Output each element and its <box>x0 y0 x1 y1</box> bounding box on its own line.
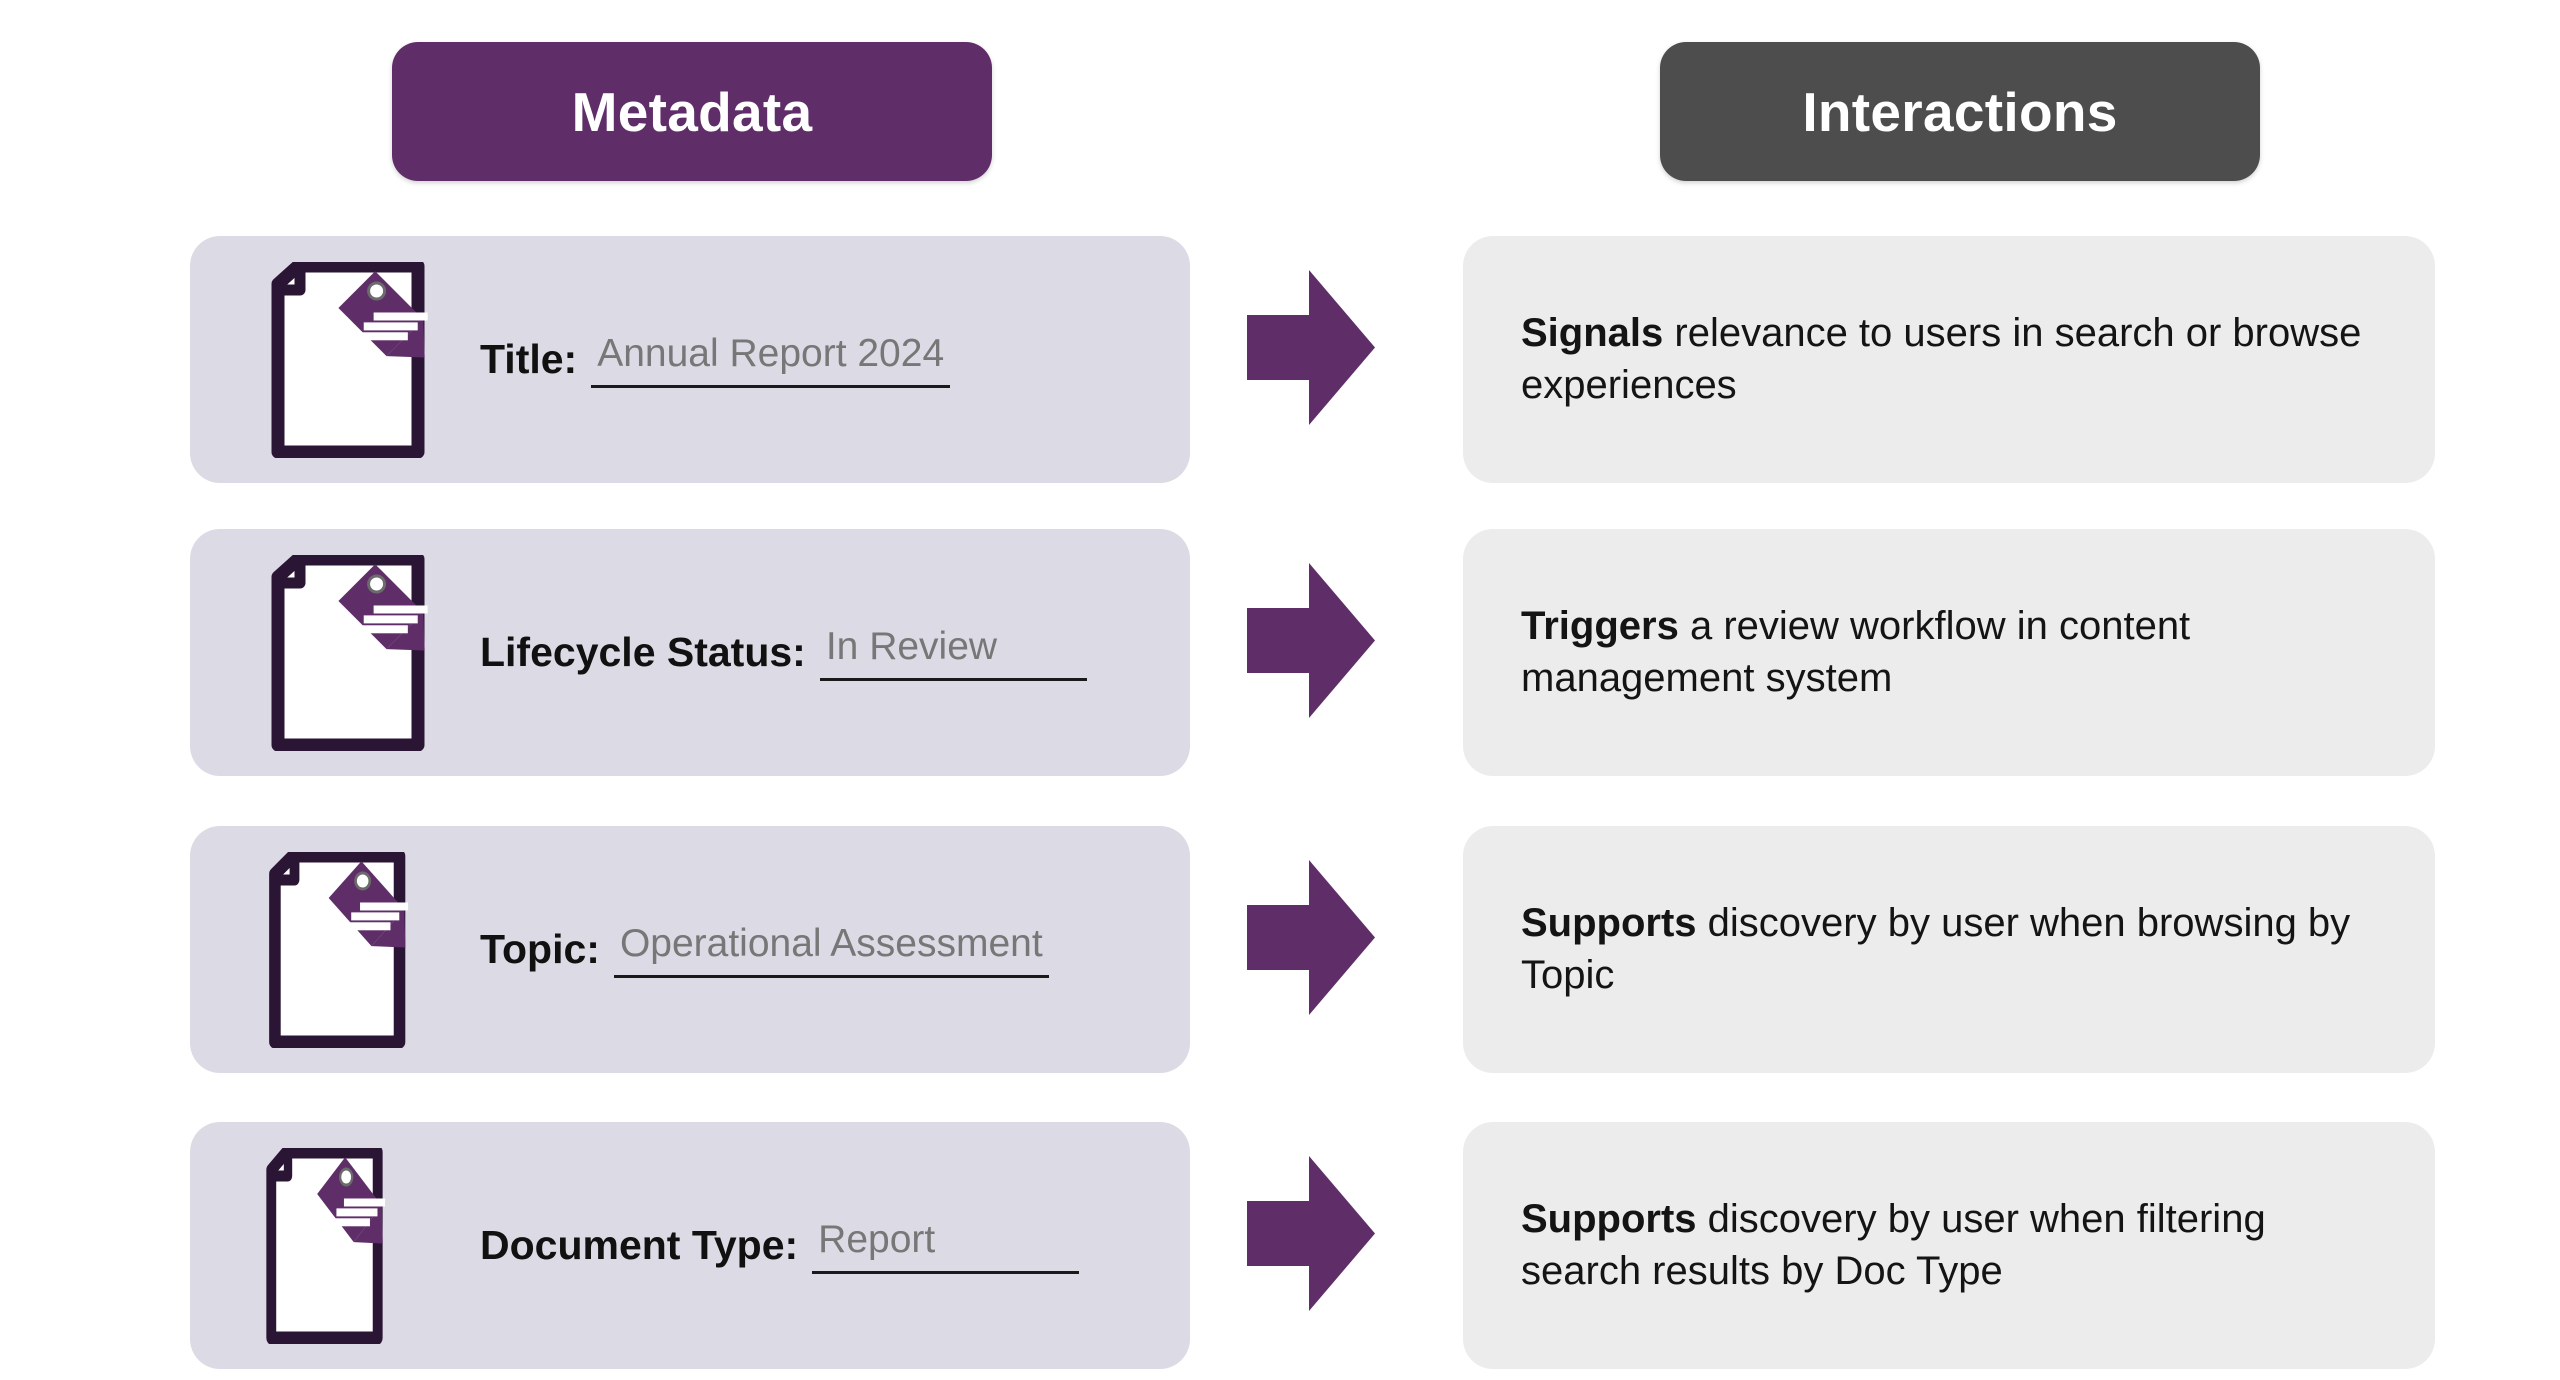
metadata-field-value: Report <box>818 1217 936 1261</box>
right-arrow-icon <box>1247 1156 1375 1311</box>
document-tag-icon <box>250 1148 402 1344</box>
interaction-card[interactable]: Supports discovery by user when filterin… <box>1463 1122 2435 1369</box>
interaction-card[interactable]: Supports discovery by user when browsing… <box>1463 826 2435 1073</box>
right-arrow-icon <box>1247 270 1375 425</box>
metadata-field-value: Operational Assessment <box>619 921 1043 965</box>
metadata-interaction-row: Topic: Operational Assessment Supports d… <box>0 826 2560 1073</box>
interaction-card[interactable]: Triggers a review workflow in content ma… <box>1463 529 2435 776</box>
metadata-card[interactable]: Title: Annual Report 2024 <box>190 236 1190 483</box>
metadata-interaction-row: Title: Annual Report 2024 Signals releva… <box>0 236 2560 483</box>
metadata-field-label: Document Type: <box>480 1222 799 1268</box>
metadata-field-label: Title: <box>480 336 578 382</box>
metadata-field-value: Annual Report 2024 <box>597 331 945 375</box>
interaction-text: Signals relevance to users in search or … <box>1463 308 2435 410</box>
document-tag-icon <box>250 555 450 751</box>
interaction-text-bold: Supports <box>1521 1197 1697 1242</box>
metadata-field-label: Topic: <box>480 926 600 972</box>
metadata-field-value-field[interactable]: Operational Assessment <box>613 921 1049 978</box>
interaction-text-bold: Signals <box>1521 311 1664 356</box>
interaction-text: Triggers a review workflow in content ma… <box>1463 601 2435 703</box>
column-header-interactions: Interactions <box>1660 42 2260 181</box>
metadata-card[interactable]: Topic: Operational Assessment <box>190 826 1190 1073</box>
metadata-card[interactable]: Document Type: Report <box>190 1122 1190 1369</box>
metadata-interaction-row: Lifecycle Status: In Review Triggers a r… <box>0 529 2560 776</box>
interaction-text-rest: discovery by user when filtering search … <box>1521 1197 2266 1293</box>
document-tag-icon <box>250 262 450 458</box>
right-arrow-icon <box>1247 563 1375 718</box>
metadata-field-value-field[interactable]: In Review <box>819 624 1087 681</box>
metadata-field-value-field[interactable]: Annual Report 2024 <box>591 331 951 388</box>
metadata-field: Title: Annual Report 2024 <box>480 236 1170 483</box>
metadata-field: Document Type: Report <box>480 1122 1170 1369</box>
right-arrow-icon <box>1247 860 1375 1015</box>
metadata-field: Topic: Operational Assessment <box>480 826 1170 1073</box>
metadata-interaction-row: Document Type: Report Supports discovery… <box>0 1122 2560 1369</box>
metadata-card[interactable]: Lifecycle Status: In Review <box>190 529 1190 776</box>
interaction-card[interactable]: Signals relevance to users in search or … <box>1463 236 2435 483</box>
metadata-field-value: In Review <box>825 624 998 668</box>
column-header-interactions-label: Interactions <box>1802 80 2118 143</box>
interaction-text-bold: Triggers <box>1521 604 1679 649</box>
interaction-text: Supports discovery by user when browsing… <box>1463 898 2435 1000</box>
interaction-text: Supports discovery by user when filterin… <box>1463 1194 2435 1296</box>
metadata-field: Lifecycle Status: In Review <box>480 529 1170 776</box>
document-tag-icon <box>250 852 428 1048</box>
interaction-text-rest: relevance to users in search or browse e… <box>1521 311 2362 407</box>
column-header-metadata-label: Metadata <box>571 80 813 143</box>
interaction-text-rest: discovery by user when browsing by Topic <box>1521 901 2351 997</box>
interaction-text-bold: Supports <box>1521 901 1697 946</box>
column-header-metadata: Metadata <box>392 42 992 181</box>
metadata-field-value-field[interactable]: Report <box>812 1217 1080 1274</box>
metadata-field-label: Lifecycle Status: <box>480 629 806 675</box>
interaction-text-rest: a review workflow in content management … <box>1521 604 2191 700</box>
